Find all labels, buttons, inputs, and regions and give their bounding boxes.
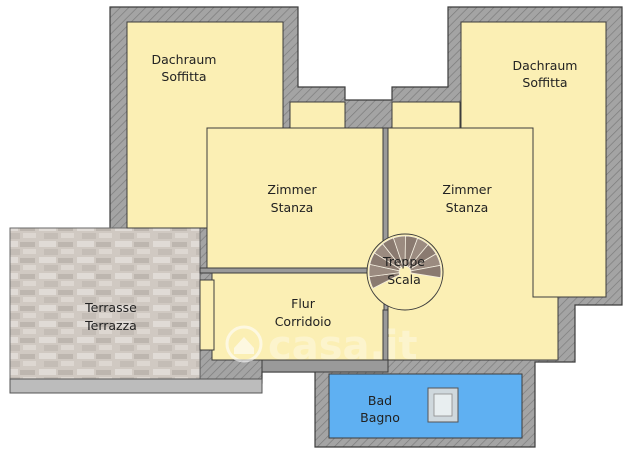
label-treppe-1: Treppe — [382, 254, 425, 269]
watermark: casa.it — [225, 323, 418, 369]
room-zimmer-left — [206, 127, 385, 269]
passage-top-right — [391, 101, 461, 129]
watermark-text: casa.it — [268, 323, 418, 369]
label-flur-2: Corridoio — [275, 314, 332, 329]
label-treppe-2: Scala — [387, 272, 421, 287]
label-zimmer-right-2: Stanza — [446, 200, 489, 215]
label-terrasse-1: Terrasse — [84, 300, 137, 315]
passage-top-left — [289, 101, 346, 129]
terrace-area — [9, 227, 201, 382]
wall-v-1 — [382, 127, 389, 249]
label-dachraum-left-1: Dachraum — [152, 52, 217, 67]
bathroom-floor — [328, 373, 523, 439]
wall-h-2 — [261, 359, 389, 373]
label-zimmer-right-1: Zimmer — [442, 182, 492, 197]
bathroom — [328, 373, 523, 439]
label-dachraum-right-1: Dachraum — [513, 58, 578, 73]
terrace-edge — [9, 378, 263, 394]
label-zimmer-left-2: Stanza — [271, 200, 314, 215]
spiral-staircase — [366, 233, 444, 311]
stair-step — [410, 264, 442, 279]
label-bad-1: Bad — [368, 393, 392, 408]
label-flur-1: Flur — [291, 296, 316, 311]
passage-left — [199, 279, 215, 351]
label-zimmer-left-1: Zimmer — [267, 182, 317, 197]
shower-drain — [433, 393, 453, 417]
label-terrasse-2: Terrazza — [84, 318, 137, 333]
label-dachraum-right-2: Soffitta — [522, 75, 567, 90]
terrace — [9, 227, 263, 394]
casa-house-logo-icon — [225, 325, 263, 363]
label-bad-2: Bagno — [360, 410, 400, 425]
label-dachraum-left-2: Soffitta — [161, 69, 206, 84]
wall-h-1 — [199, 267, 376, 274]
room-labels: Dachraum Soffitta Dachraum Soffitta Zimm… — [84, 52, 577, 425]
